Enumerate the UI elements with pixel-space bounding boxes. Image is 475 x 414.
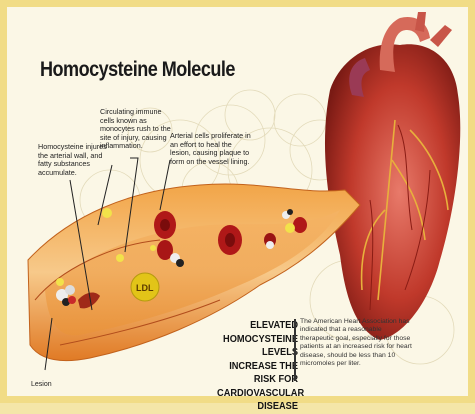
annotation-immune: Circulating immune cells known as monocy… [100,108,174,151]
divider [294,319,296,381]
ldl-label: LDL [136,283,154,293]
lesion-label: Lesion [31,381,52,388]
headline-line: CARDIOVASCULAR DISEASE [217,387,298,414]
annotation-proliferate: Arterial cells proliferate in an effort … [170,132,252,166]
page-title: Homocysteine Molecule [40,58,235,82]
annotation-proliferate-text: Arterial cells proliferate in an effort … [170,131,251,166]
headline: ELEVATED HOMOCYSTEINE LEVELS INCREASE TH… [217,319,298,414]
annotation-immune-text: Circulating immune cells known as monocy… [100,107,171,150]
headline-line: INCREASE THE RISK FOR [217,360,298,387]
heart [325,12,460,340]
annotation-injury-text: Homocysteine injures the arterial wall, … [38,142,107,177]
annotation-injury: Homocysteine injures the arterial wall, … [38,143,108,177]
aha-recommendation: The American Heart Association has indic… [300,318,412,368]
headline-line: HOMOCYSTEINE LEVELS [217,333,298,360]
headline-line: ELEVATED [217,319,298,333]
